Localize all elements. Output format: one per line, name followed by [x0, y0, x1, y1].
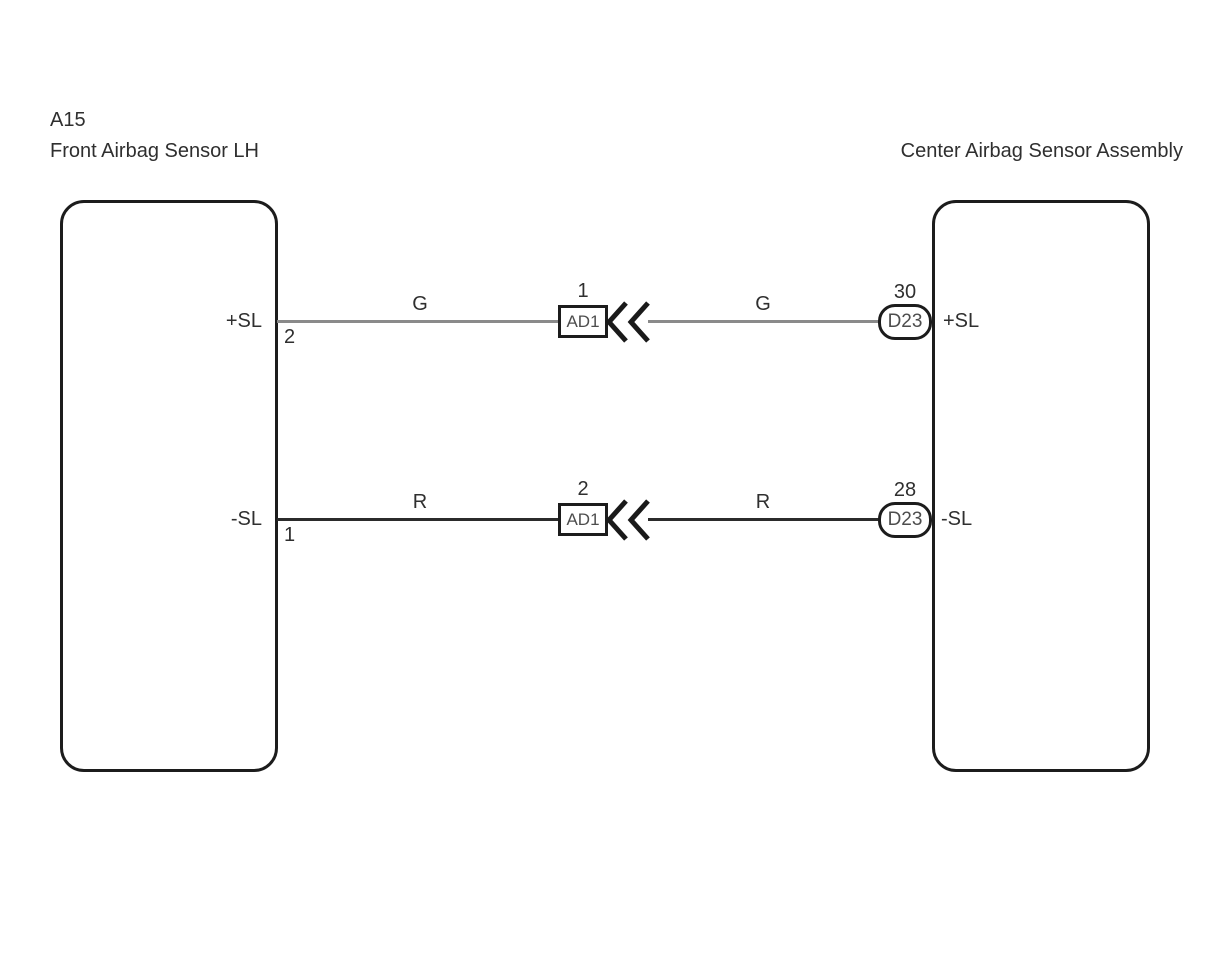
wire-segment-right: [648, 518, 882, 521]
terminal-label-left: -SL: [230, 508, 262, 530]
mid-connector-box: AD1: [558, 503, 608, 536]
right-component-box: [932, 200, 1150, 772]
pin-number-left: 1: [284, 524, 296, 546]
mid-connector-pin: 1: [577, 280, 589, 302]
right-connector-oval: D23: [878, 502, 932, 538]
terminal-label-right: -SL: [941, 508, 973, 530]
wire-segment-right: [648, 320, 882, 323]
mid-connector-box: AD1: [558, 305, 608, 338]
wire-color-label-left: G: [412, 293, 428, 315]
wire-segment-left: [277, 320, 558, 323]
terminal-label-right: +SL: [943, 310, 980, 332]
right-component-name: Center Airbag Sensor Assembly: [900, 140, 1183, 162]
connector-junction-arrows-icon: [606, 301, 650, 343]
wire-color-label-right: G: [755, 293, 771, 315]
right-connector-pin: 30: [893, 281, 917, 303]
wire-color-label-right: R: [755, 491, 771, 513]
left-component-code: A15: [50, 109, 86, 131]
wire-segment-left: [277, 518, 558, 521]
right-connector-pin: 28: [893, 479, 917, 501]
terminal-label-left: +SL: [225, 310, 262, 332]
right-connector-oval: D23: [878, 304, 932, 340]
connector-junction-arrows-icon: [606, 499, 650, 541]
pin-number-left: 2: [284, 326, 296, 348]
mid-connector-pin: 2: [577, 478, 589, 500]
wire-color-label-left: R: [412, 491, 428, 513]
left-component-box: [60, 200, 278, 772]
left-component-name: Front Airbag Sensor LH: [50, 140, 259, 162]
